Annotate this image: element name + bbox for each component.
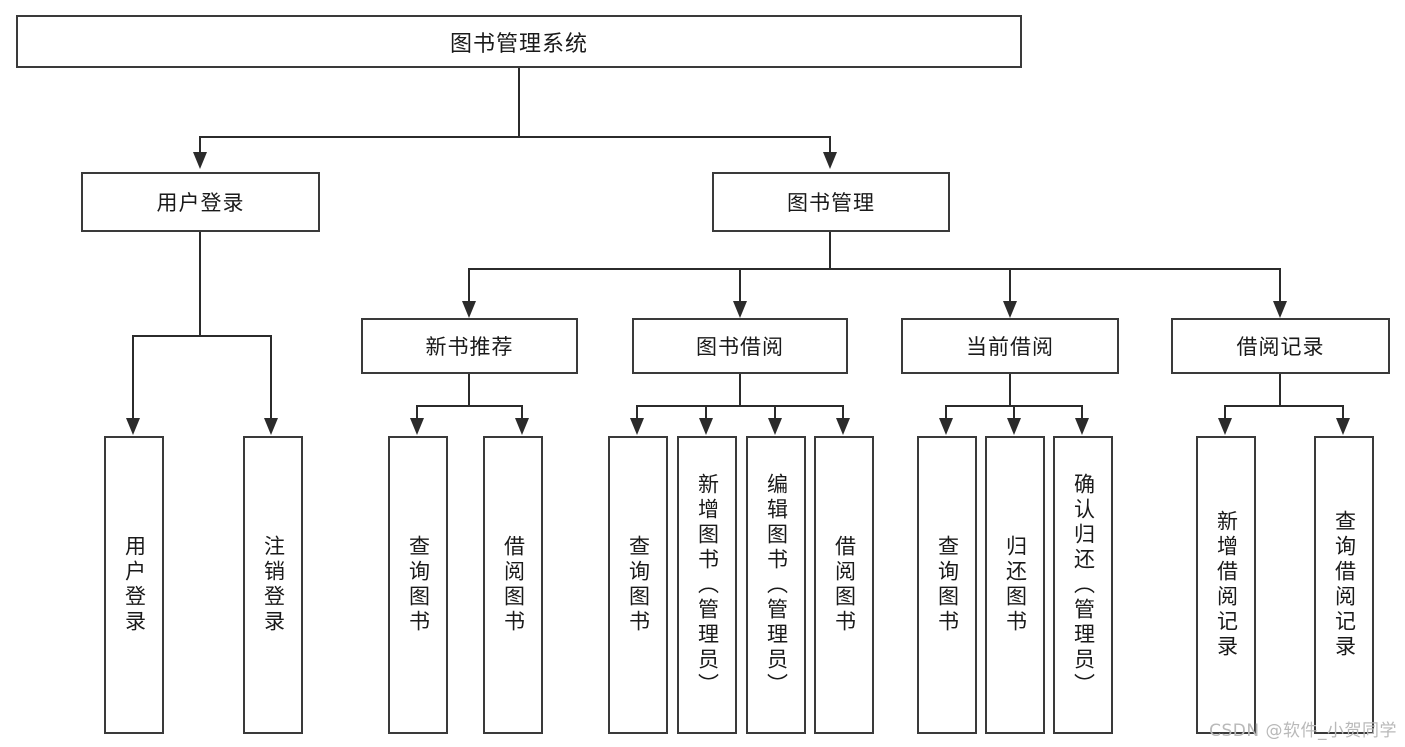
node-label: 新增图书（管理员） (695, 472, 720, 698)
node-label: 借阅图书 (501, 535, 526, 635)
edge-current-borrow-leaf-1 (945, 405, 947, 420)
edge-root-to-book-management (829, 136, 831, 154)
edge-root-to-user-login (199, 136, 201, 154)
node-current-borrow[interactable]: 当前借阅 (901, 318, 1119, 374)
node-label: 编辑图书（管理员） (764, 472, 789, 698)
leaf-borrow-book-recommend[interactable]: 借阅图书 (483, 436, 543, 734)
node-book-borrow[interactable]: 图书借阅 (632, 318, 848, 374)
arrowhead-book-borrow-leaf-3 (768, 418, 782, 435)
edge-root-bus (199, 136, 831, 138)
edge-user-login-stem (199, 232, 201, 336)
arrowhead-bm-book-borrow (733, 301, 747, 318)
arrowhead-book-borrow-leaf-2 (699, 418, 713, 435)
node-borrow-record[interactable]: 借阅记录 (1171, 318, 1390, 374)
arrowhead-current-borrow-leaf-2 (1007, 418, 1021, 435)
node-label: 注销登录 (261, 535, 286, 635)
watermark-text: CSDN @软件_小贺同学 (1209, 721, 1397, 741)
arrowhead-book-borrow-leaf-1 (630, 418, 644, 435)
edge-new-book-leaf-1 (416, 405, 418, 420)
arrowhead-borrow-record-leaf-2 (1336, 418, 1350, 435)
arrowhead-book-borrow-leaf-4 (836, 418, 850, 435)
node-label: 借阅图书 (832, 535, 857, 635)
leaf-add-book-admin[interactable]: 新增图书（管理员） (677, 436, 737, 734)
arrowhead-current-borrow-leaf-1 (939, 418, 953, 435)
node-new-book-recommend[interactable]: 新书推荐 (361, 318, 578, 374)
leaf-add-borrow-record[interactable]: 新增借阅记录 (1196, 436, 1256, 734)
edge-user-login-to-leaf-1 (132, 335, 134, 420)
arrowhead-bm-borrow-record (1273, 301, 1287, 318)
node-label: 用户登录 (122, 535, 147, 635)
arrowhead-user-login-leaf-1 (126, 418, 140, 435)
leaf-user-login[interactable]: 用户登录 (104, 436, 164, 734)
edge-new-book-leaf-2 (521, 405, 523, 420)
edge-borrow-record-bus (1224, 405, 1343, 407)
leaf-return-book[interactable]: 归还图书 (985, 436, 1045, 734)
edge-bm-to-borrow-record (1279, 268, 1281, 303)
node-label: 图书管理 (787, 191, 875, 215)
node-label: 查询图书 (626, 535, 651, 635)
leaf-edit-book-admin[interactable]: 编辑图书（管理员） (746, 436, 806, 734)
node-label: 归还图书 (1003, 535, 1028, 635)
leaf-confirm-return-admin[interactable]: 确认归还（管理员） (1053, 436, 1113, 734)
arrowhead-bm-new-book (462, 301, 476, 318)
leaf-query-book-recommend[interactable]: 查询图书 (388, 436, 448, 734)
edge-root-stem (518, 68, 520, 137)
node-label: 当前借阅 (966, 335, 1054, 359)
arrowhead-borrow-record-leaf-1 (1218, 418, 1232, 435)
edge-current-borrow-leaf-3 (1081, 405, 1083, 420)
arrowhead-root-to-user-login (193, 152, 207, 169)
node-user-login[interactable]: 用户登录 (81, 172, 320, 232)
edge-book-management-stem (829, 232, 831, 269)
edge-current-borrow-leaf-2 (1013, 405, 1015, 420)
arrowhead-current-borrow-leaf-3 (1075, 418, 1089, 435)
edge-user-login-to-leaf-2 (270, 335, 272, 420)
edge-bm-to-current-borrow (1009, 268, 1011, 303)
edge-current-borrow-stem (1009, 374, 1011, 406)
edge-user-login-bus (132, 335, 271, 337)
edge-book-borrow-leaf-1 (636, 405, 638, 420)
edge-book-borrow-bus (636, 405, 844, 407)
edge-borrow-record-leaf-1 (1224, 405, 1226, 420)
node-label: 查询图书 (406, 535, 431, 635)
edge-bm-to-new-book (468, 268, 470, 303)
leaf-borrow-book[interactable]: 借阅图书 (814, 436, 874, 734)
edge-book-borrow-leaf-4 (842, 405, 844, 420)
arrowhead-root-to-book-management (823, 152, 837, 169)
leaf-query-book-current[interactable]: 查询图书 (917, 436, 977, 734)
leaf-logout[interactable]: 注销登录 (243, 436, 303, 734)
edge-new-book-stem (468, 374, 470, 406)
edge-book-borrow-leaf-2 (705, 405, 707, 420)
arrowhead-user-login-leaf-2 (264, 418, 278, 435)
node-label: 图书借阅 (696, 335, 784, 359)
edge-book-borrow-stem (739, 374, 741, 406)
arrowhead-new-book-leaf-2 (515, 418, 529, 435)
node-label: 查询借阅记录 (1332, 510, 1357, 660)
leaf-query-book-borrow[interactable]: 查询图书 (608, 436, 668, 734)
node-label: 图书管理系统 (449, 31, 588, 57)
edge-bm-to-book-borrow (739, 268, 741, 303)
node-book-management[interactable]: 图书管理 (712, 172, 950, 232)
edge-new-book-bus (416, 405, 523, 407)
edge-book-borrow-leaf-3 (774, 405, 776, 420)
leaf-query-borrow-record[interactable]: 查询借阅记录 (1314, 436, 1374, 734)
node-label: 用户登录 (156, 191, 245, 215)
arrowhead-bm-current-borrow (1003, 301, 1017, 318)
arrowhead-new-book-leaf-1 (410, 418, 424, 435)
node-root-book-management-system[interactable]: 图书管理系统 (16, 15, 1022, 68)
node-label: 借阅记录 (1236, 335, 1325, 359)
node-label: 查询图书 (935, 535, 960, 635)
edge-borrow-record-leaf-2 (1342, 405, 1344, 420)
edge-borrow-record-stem (1279, 374, 1281, 406)
node-label: 新增借阅记录 (1214, 510, 1239, 660)
node-label: 新书推荐 (425, 335, 514, 359)
node-label: 确认归还（管理员） (1071, 472, 1096, 698)
edge-book-management-bus (468, 268, 1280, 270)
